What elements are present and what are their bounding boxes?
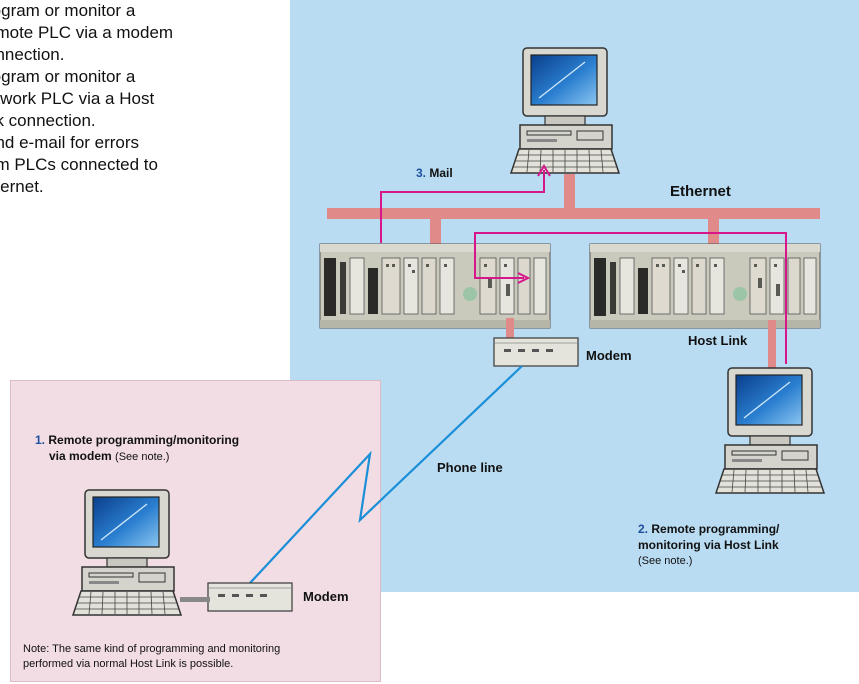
intro-line: om PLCs connected to: [0, 155, 158, 174]
modem-top-label: Modem: [586, 348, 632, 363]
callout-remote-hostlink: 2. Remote programming/ monitoring via Ho…: [638, 521, 779, 569]
intro-line: rogram or monitor a: [0, 1, 136, 20]
note-ref: (See note.): [638, 555, 693, 567]
phone-line: [249, 365, 523, 584]
modem-bottom-icon: [207, 582, 293, 612]
ethernet-bus: [327, 174, 820, 248]
mail-number: 3.: [416, 166, 427, 180]
mail-server-computer-icon: [510, 47, 620, 174]
intro-line: end e-mail for errors: [0, 133, 140, 152]
modem-computer-cable: [180, 597, 210, 602]
mail-text: Mail: [429, 166, 453, 180]
callout-remote-modem: 1. Remote programming/monitoring via mod…: [35, 432, 239, 465]
footnote: Note: The same kind of programming and m…: [23, 642, 383, 672]
plc-modem-link: [506, 318, 514, 340]
callout-line: monitoring via Host Link: [638, 538, 779, 552]
mail-label: 3. Mail: [416, 166, 453, 180]
note-ref: (See note.): [115, 451, 170, 463]
intro-text: rogram or monitor a emote PLC via a mode…: [0, 0, 256, 198]
host-link-computer-icon: [715, 367, 825, 494]
callout-number: 1.: [35, 433, 46, 447]
intro-line: nk connection.: [0, 111, 96, 130]
note-line: Note: The same kind of programming and m…: [23, 643, 281, 655]
callout-line: via modem: [49, 449, 112, 463]
modem-panel: [10, 380, 381, 682]
intro-line: emote PLC via a modem: [0, 23, 174, 42]
intro-line: rogram or monitor a: [0, 67, 136, 86]
phone-line-label: Phone line: [437, 460, 503, 475]
intro-line: thernet.: [0, 177, 44, 196]
intro-line: onnection.: [0, 45, 65, 64]
mail-route: [380, 164, 787, 364]
host-link-label: Host Link: [688, 333, 748, 348]
note-line: performed via normal Host Link is possib…: [23, 658, 234, 670]
ethernet-label: Ethernet: [670, 183, 731, 200]
modem-computer-icon: [72, 489, 182, 616]
host-link-cable: [768, 320, 776, 372]
intro-line: etwork PLC via a Host: [0, 89, 155, 108]
modem-bottom-label: Modem: [303, 589, 349, 604]
callout-line: Remote programming/: [651, 522, 780, 536]
plc-left-icon: [319, 243, 551, 329]
callout-line: Remote programming/monitoring: [48, 433, 240, 447]
modem-top-icon: [493, 337, 579, 367]
callout-number: 2.: [638, 522, 649, 536]
